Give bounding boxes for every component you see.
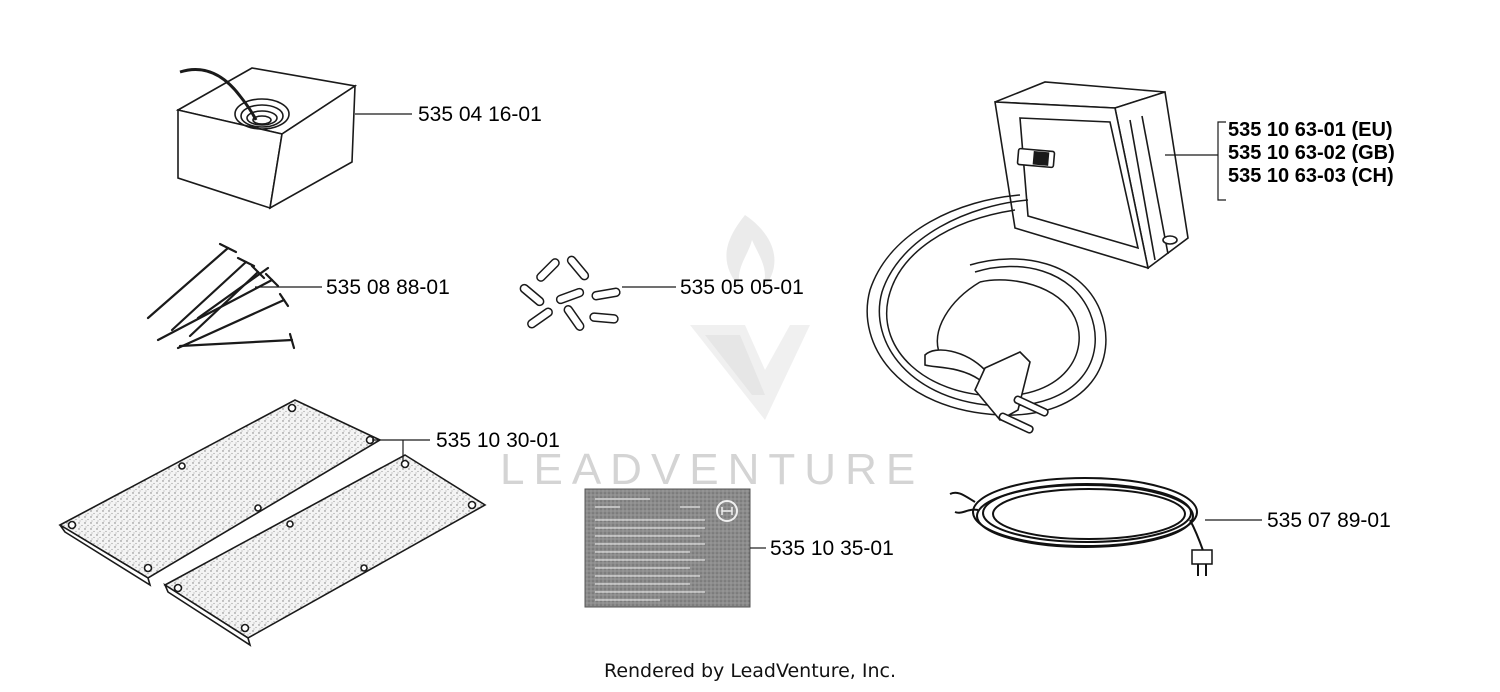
watermark-logo-icon bbox=[690, 215, 810, 420]
leader-line bbox=[1165, 121, 1226, 201]
part-number-wire-spool[interactable]: 535 04 16-01 bbox=[418, 103, 542, 126]
power-supply-icon bbox=[994, 81, 1189, 270]
part-number-plates[interactable]: 535 10 30-01 bbox=[436, 429, 560, 452]
leader-line bbox=[372, 439, 430, 462]
low-voltage-cable-icon bbox=[949, 477, 1213, 576]
part-number-stakes[interactable]: 535 08 88-01 bbox=[326, 276, 450, 299]
stakes-icon bbox=[146, 242, 296, 350]
plates-icon bbox=[58, 399, 487, 647]
wire-spool-icon bbox=[175, 67, 358, 210]
quick-guide-card-icon bbox=[584, 488, 751, 608]
connectors-icon bbox=[519, 255, 621, 331]
part-number-group-power-supply: 535 10 63-01 (EU) 535 10 63-02 (GB) 535 … bbox=[1228, 119, 1395, 188]
watermark-text: LEADVENTURE bbox=[500, 445, 925, 494]
part-number-power-supply-gb[interactable]: 535 10 63-02 (GB) bbox=[1228, 142, 1395, 164]
part-number-power-supply-eu[interactable]: 535 10 63-01 (EU) bbox=[1228, 119, 1393, 141]
part-number-quick-guide[interactable]: 535 10 35-01 bbox=[770, 537, 894, 560]
part-number-connectors[interactable]: 535 05 05-01 bbox=[680, 276, 804, 299]
plug-icon bbox=[924, 349, 1049, 434]
rendered-by-credit: Rendered by LeadVenture, Inc. bbox=[603, 660, 897, 682]
part-number-power-supply-ch[interactable]: 535 10 63-03 (CH) bbox=[1228, 165, 1394, 187]
part-number-low-voltage-cable[interactable]: 535 07 89-01 bbox=[1267, 509, 1391, 532]
